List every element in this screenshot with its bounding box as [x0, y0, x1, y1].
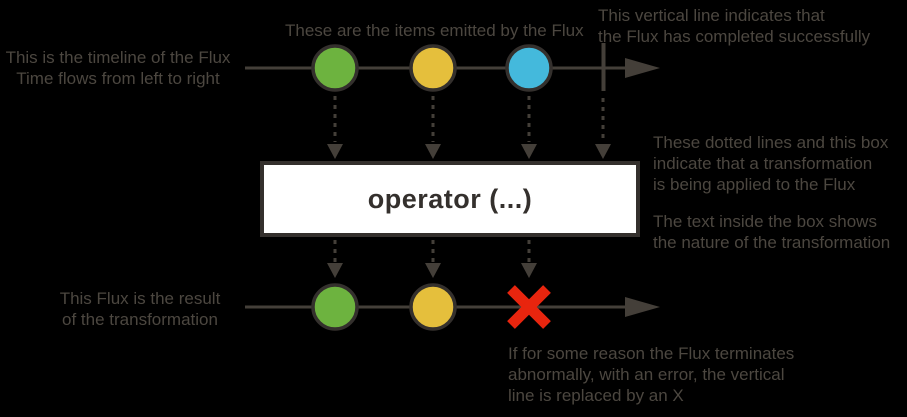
- result-connector-3-arrowhead-icon: [521, 263, 537, 278]
- result-timeline-arrowhead-icon: [625, 297, 660, 317]
- source-timeline-arrowhead-icon: [625, 58, 660, 78]
- result-item-green-circle: [311, 283, 359, 331]
- items-annotation: These are the items emitted by the Flux: [285, 21, 584, 40]
- operator-label: operator (...): [367, 183, 533, 214]
- operator-box: operator (...): [260, 161, 640, 237]
- box-text-annotation: The text inside the box shows the nature…: [653, 212, 891, 252]
- transformation-annotation: These dotted lines and this box indicate…: [653, 133, 889, 194]
- result-connector-1-arrowhead-icon: [327, 263, 343, 278]
- complete-annotation: This vertical line indicates that the Fl…: [598, 6, 871, 46]
- result-connector-2-arrowhead-icon: [425, 263, 441, 278]
- result-item-yellow-circle: [409, 283, 457, 331]
- source-item-yellow-circle: [409, 44, 457, 92]
- error-x-stroke-2: [507, 285, 551, 329]
- source-item-green-circle: [311, 44, 359, 92]
- timeline-annotation: This is the timeline of the Flux Time fl…: [5, 48, 231, 88]
- transform-connector-1-arrowhead-icon: [327, 144, 343, 159]
- source-item-blue-circle: [505, 44, 553, 92]
- transform-connector-complete-arrowhead-icon: [595, 144, 611, 159]
- transform-connector-3-arrowhead-icon: [521, 144, 537, 159]
- result-annotation: This Flux is the result of the transform…: [59, 289, 221, 329]
- error-x-icon: [507, 285, 551, 329]
- transform-connector-2-arrowhead-icon: [425, 144, 441, 159]
- error-annotation: If for some reason the Flux terminates a…: [508, 344, 795, 405]
